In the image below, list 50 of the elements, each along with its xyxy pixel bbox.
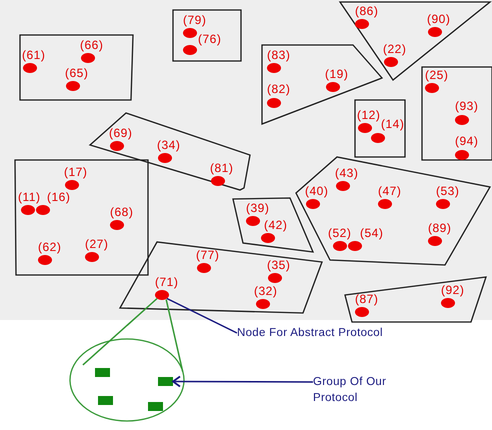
node-label: (11) bbox=[18, 190, 40, 204]
node-label: (52) bbox=[328, 226, 352, 240]
node-label: (22) bbox=[383, 42, 406, 56]
node-label: (66) bbox=[80, 38, 104, 52]
arrow bbox=[172, 376, 313, 388]
node-label: (47) bbox=[378, 184, 402, 198]
node-label: (68) bbox=[110, 205, 134, 219]
node-label: (61) bbox=[22, 48, 46, 62]
node-label: (12) bbox=[357, 108, 380, 122]
node-label: (16) bbox=[47, 190, 70, 204]
node-label: (81) bbox=[210, 161, 234, 175]
node-label: (90) bbox=[427, 12, 450, 26]
node-label: (35) bbox=[267, 258, 290, 272]
leader-line bbox=[166, 298, 238, 334]
node-label: (69) bbox=[109, 126, 132, 140]
node-label: (65) bbox=[65, 66, 88, 80]
node-label: (71) bbox=[155, 275, 178, 289]
node-label: (19) bbox=[325, 67, 348, 81]
node-label: (87) bbox=[355, 292, 378, 306]
node-square bbox=[95, 368, 110, 377]
node-label: (32) bbox=[254, 284, 278, 298]
node-label: (83) bbox=[267, 48, 290, 62]
node-square bbox=[158, 377, 173, 386]
node-label: (53) bbox=[436, 184, 460, 198]
node-label: (42) bbox=[264, 218, 288, 232]
node-label: (89) bbox=[428, 221, 452, 235]
node-label: (94) bbox=[455, 134, 478, 148]
node-label: (17) bbox=[64, 165, 88, 179]
node-label: (43) bbox=[335, 166, 358, 180]
node-label: (62) bbox=[38, 240, 62, 254]
callout-text: Node For Abstract Protocol bbox=[237, 325, 477, 341]
node-label: (54) bbox=[360, 226, 384, 240]
node-label: (86) bbox=[355, 4, 378, 18]
node-label: (92) bbox=[441, 283, 464, 297]
node-square bbox=[98, 396, 113, 405]
zoom-line bbox=[165, 299, 184, 372]
node-label: (79) bbox=[183, 13, 206, 27]
zoom-line bbox=[82, 298, 158, 366]
node-label: (93) bbox=[455, 99, 478, 113]
node-label: (27) bbox=[85, 237, 108, 251]
node-label: (77) bbox=[196, 248, 220, 262]
node-label: (39) bbox=[246, 201, 270, 215]
node-label: (82) bbox=[267, 82, 290, 96]
node-label: (34) bbox=[157, 138, 180, 152]
node-label: (40) bbox=[305, 184, 328, 198]
node-label: (25) bbox=[425, 68, 448, 82]
callout-text: Group Of Our Protocol bbox=[313, 374, 423, 406]
node-square bbox=[148, 402, 163, 411]
node-label: (76) bbox=[198, 32, 222, 46]
node-label: (14) bbox=[381, 117, 404, 131]
